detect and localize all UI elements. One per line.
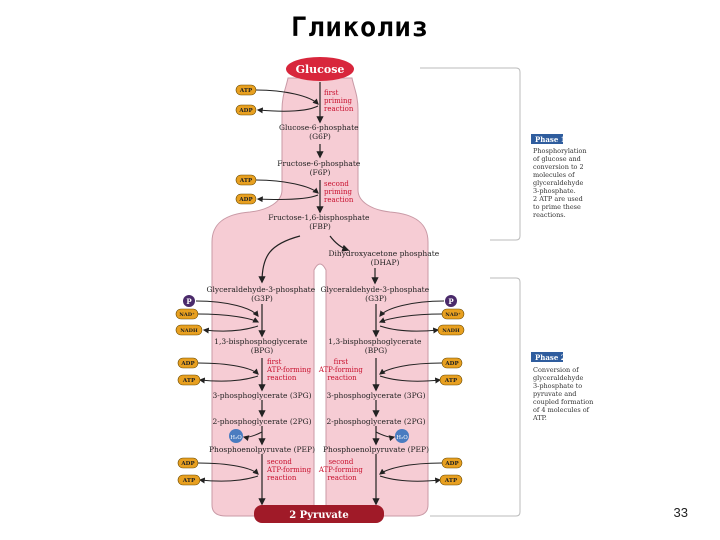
adp-capsule-right-3: ADP (441, 357, 463, 369)
svg-text:H₂O: H₂O (230, 435, 242, 441)
adp-out-arc-1 (256, 105, 319, 114)
pyruvate-box (254, 505, 384, 523)
bpg-right-label: 1,3-bisphosphoglycerate (BPG) (328, 337, 424, 355)
adp-capsule-right-4: ADP (441, 457, 463, 469)
phase2-header (531, 352, 563, 362)
svg-text:ATP: ATP (182, 378, 195, 384)
phase2-bracket (430, 277, 521, 517)
adp-capsule-out-1: ADP (235, 104, 257, 116)
g6p-label: Glucose-6-phosphate (G6P) (279, 123, 361, 141)
phase1-label: Phase 1 (535, 135, 566, 144)
atp-out-arc-right-2 (379, 475, 442, 484)
pyruvate-label: 2 Pyruvate (289, 510, 349, 521)
nad-capsule-left: NAD⁺ (175, 308, 199, 320)
atp-capsule-in-2: ATP (235, 174, 257, 186)
atp-out-arc-left-2 (198, 475, 259, 484)
fbp-label: Fructose-1,6-bisphosphate (FBP) (268, 213, 372, 231)
atp-capsule-left-3: ATP (177, 374, 201, 386)
nad-capsule-right: NAD⁺ (441, 308, 465, 320)
water-left: H₂O (229, 429, 243, 443)
adp-in-arc-right-2 (379, 462, 443, 475)
glucose-label: Glucose (296, 63, 345, 76)
page-number: 33 (673, 505, 688, 520)
atp-out-arc-right-1 (379, 375, 442, 384)
svg-text:ATP: ATP (444, 478, 457, 484)
pg3-left-label: 3-phosphoglycerate (3PG) (212, 391, 311, 400)
svg-text:ATP: ATP (182, 478, 195, 484)
adp-capsule-left-4: ADP (177, 457, 199, 469)
dhap-label: Dihydroxyacetone phosphate (DHAP) (328, 249, 441, 267)
svg-text:H₂O: H₂O (396, 435, 408, 441)
arrow-fbp-left (258, 235, 301, 284)
atp-capsule-left-4: ATP (177, 474, 201, 486)
nad-in-arc-left (197, 313, 260, 323)
g3p-right-label: Glyceraldehyde-3-phosphate (G3P) (320, 285, 431, 303)
svg-text:ADP: ADP (444, 461, 458, 467)
adp-out-arc-2 (256, 194, 319, 203)
water-arc-right (375, 431, 396, 442)
atp-capsule-in-1: ATP (235, 84, 257, 96)
second-atp-right-text: second ATP-forming reaction (318, 458, 365, 482)
water-arc-left (242, 431, 263, 442)
atp-in-arc-2 (255, 179, 319, 194)
phase1-bracket (420, 67, 521, 241)
phase1-header (531, 134, 563, 144)
first-priming-text: first priming reaction (324, 89, 354, 113)
pg3-right-label: 3-phosphoglycerate (3PG) (326, 391, 425, 400)
adp-capsule-out-2: ADP (235, 193, 257, 205)
svg-text:ADP: ADP (444, 361, 458, 367)
svg-text:NADH: NADH (442, 328, 460, 334)
pi-in-arc-left (195, 300, 259, 317)
nadh-capsule-right: NADH (437, 324, 465, 336)
svg-text:NADH: NADH (180, 328, 198, 334)
pi-icon-right: P (445, 295, 457, 307)
slide-title: Гликолиз (290, 12, 430, 43)
svg-text:ATP: ATP (444, 378, 457, 384)
phase2-label: Phase 2 (535, 353, 566, 362)
water-right: H₂O (395, 429, 409, 443)
adp-in-arc-left-1 (197, 362, 259, 375)
nadh-out-arc-right (379, 325, 440, 334)
svg-text:NAD⁺: NAD⁺ (179, 312, 195, 318)
first-atp-left-text: first ATP-forming reaction (266, 358, 313, 382)
adp-in-arc-right-1 (379, 362, 443, 375)
phase2-text: Conversion of glyceraldehyde 3-phosphate… (532, 366, 595, 422)
nadh-capsule-left: NADH (175, 324, 203, 336)
pathway-body (211, 77, 429, 517)
pep-left-label: Phosphoenolpyruvate (PEP) (209, 445, 315, 454)
phase1-text: Phosphorylation of glucose and conversio… (533, 147, 589, 219)
atp-in-arc-1 (255, 89, 319, 105)
pg2-right-label: 2-phosphoglycerate (2PG) (326, 417, 425, 426)
atp-capsule-right-4: ATP (439, 474, 463, 486)
nad-in-arc-right (378, 313, 443, 324)
svg-text:ADP: ADP (180, 361, 194, 367)
glucose-ellipse (286, 57, 354, 81)
first-atp-right-text: first ATP-forming reaction (318, 358, 365, 382)
bpg-left-label: 1,3-bisphosphoglycerate (BPG) (214, 337, 310, 355)
svg-text:ADP: ADP (238, 108, 252, 114)
g3p-left-label: Glyceraldehyde-3-phosphate (G3P) (206, 285, 317, 303)
arrow-fbp-dhap (329, 235, 350, 252)
second-priming-text: second priming reaction (324, 180, 354, 204)
f6p-label: Fructose-6-phosphate (F6P) (277, 159, 362, 177)
pi-icon-left: P (183, 295, 195, 307)
pg2-left-label: 2-phosphoglycerate (2PG) (212, 417, 311, 426)
svg-text:ATP: ATP (239, 88, 252, 94)
adp-in-arc-left-2 (197, 462, 259, 475)
pi-in-arc-right (379, 300, 445, 317)
svg-text:NAD⁺: NAD⁺ (445, 312, 461, 318)
svg-text:ADP: ADP (238, 197, 252, 203)
atp-capsule-right-3: ATP (439, 374, 463, 386)
svg-text:P: P (448, 297, 454, 306)
adp-capsule-left-3: ADP (177, 357, 199, 369)
atp-out-arc-left-1 (198, 375, 259, 384)
pep-right-label: Phosphoenolpyruvate (PEP) (323, 445, 429, 454)
svg-text:ADP: ADP (180, 461, 194, 467)
svg-text:P: P (186, 297, 192, 306)
nadh-out-arc-left (202, 325, 259, 334)
svg-text:ATP: ATP (239, 178, 252, 184)
second-atp-left-text: second ATP-forming reaction (266, 458, 313, 482)
